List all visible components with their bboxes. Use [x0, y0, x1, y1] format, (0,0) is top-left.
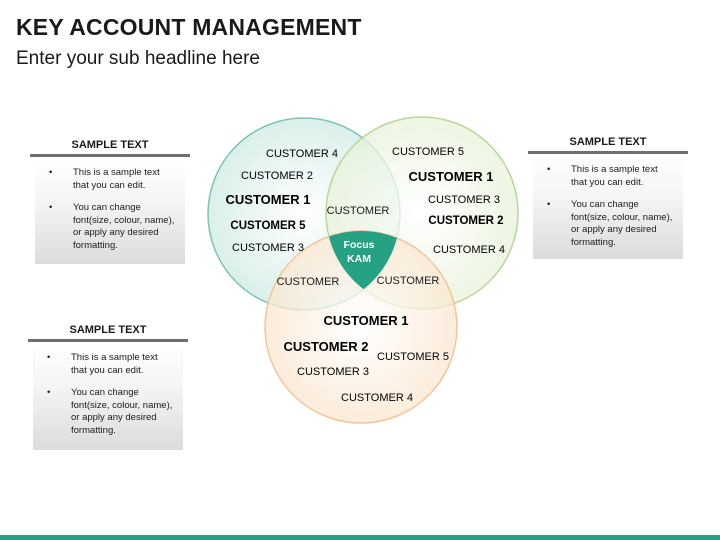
panel-divider [528, 151, 688, 154]
left-customer-item: CUSTOMER 1 [226, 192, 311, 207]
panel-body: This is a sample text that you can edit.… [35, 157, 185, 264]
right-customer-item: CUSTOMER 5 [392, 146, 464, 158]
panel-bullet: You can change font(size, colour, name),… [539, 199, 675, 249]
sample-text-panel-left-bottom: SAMPLE TEXT This is a sample text that y… [28, 321, 188, 450]
page-subtitle: Enter your sub headline here [16, 48, 260, 69]
panel-divider [28, 339, 188, 342]
panel-body: This is a sample text that you can edit.… [33, 342, 183, 450]
panel-heading: SAMPLE TEXT [71, 139, 149, 151]
center-label-line2: KAM [347, 253, 371, 265]
left-customer-item: CUSTOMER 3 [232, 242, 304, 254]
panel-bullet: This is a sample text that you can edit. [539, 164, 675, 189]
footer-accent-bar [0, 535, 720, 540]
panel-heading: SAMPLE TEXT [69, 324, 147, 336]
panel-bullet: You can change font(size, colour, name),… [39, 387, 175, 437]
bottom-customer-item: CUSTOMER 3 [297, 366, 369, 378]
panel-divider [30, 154, 190, 157]
right-customer-item: CUSTOMER 3 [428, 194, 500, 206]
sample-text-panel-right: SAMPLE TEXT This is a sample text that y… [528, 133, 688, 259]
panel-heading: SAMPLE TEXT [569, 136, 647, 148]
sample-text-panel-left-top: SAMPLE TEXT This is a sample text that y… [30, 136, 190, 264]
panel-body: This is a sample text that you can edit.… [533, 154, 683, 259]
panel-bullet: This is a sample text that you can edit. [41, 167, 177, 192]
panel-bullet: This is a sample text that you can edit. [39, 352, 175, 377]
right-customer-item: CUSTOMER 2 [428, 215, 503, 227]
overlap-label-left-right: CUSTOMER [327, 205, 390, 217]
right-customer-item: CUSTOMER 1 [409, 169, 494, 184]
center-label-line1: Focus [344, 239, 375, 251]
left-customer-item: CUSTOMER 5 [230, 220, 306, 232]
bottom-customer-item: CUSTOMER 2 [284, 339, 369, 354]
right-customer-item: CUSTOMER 4 [433, 244, 505, 256]
bottom-customer-item: CUSTOMER 5 [377, 351, 449, 363]
panel-bullet: You can change font(size, colour, name),… [41, 202, 177, 252]
left-customer-item: CUSTOMER 4 [266, 148, 338, 160]
left-customer-item: CUSTOMER 2 [241, 170, 313, 182]
overlap-label-left-bottom: CUSTOMER [277, 276, 340, 288]
overlap-label-right-bottom: CUSTOMER [377, 275, 440, 287]
page-title: KEY ACCOUNT MANAGEMENT [16, 14, 362, 40]
bottom-customer-item: CUSTOMER 1 [324, 313, 409, 328]
bottom-customer-item: CUSTOMER 4 [341, 392, 413, 404]
